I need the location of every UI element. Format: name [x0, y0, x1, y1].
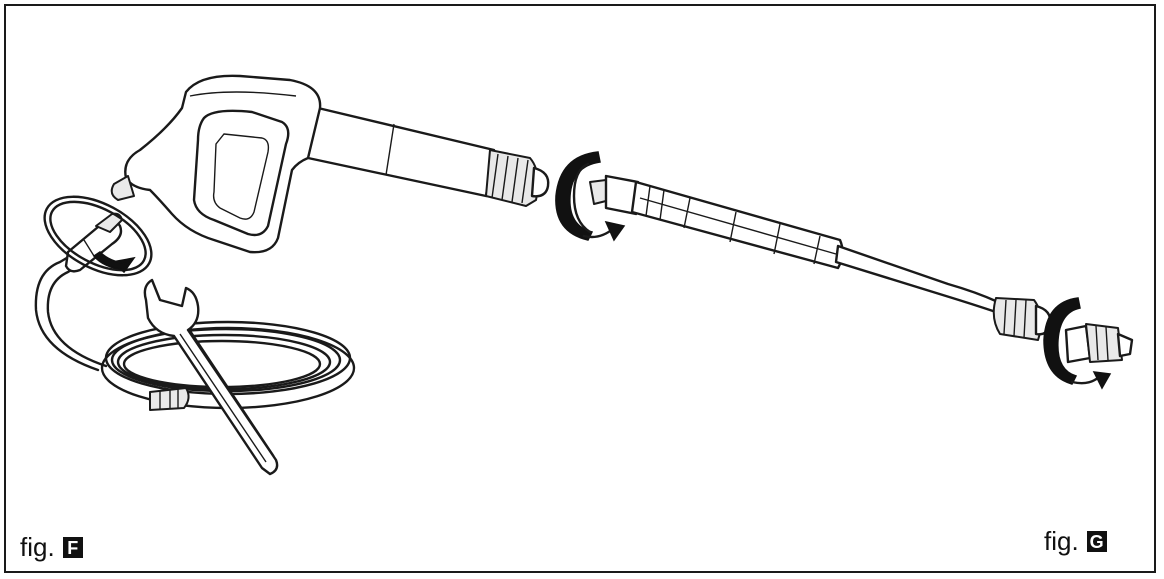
- figure-caption-g: fig. G: [1044, 526, 1107, 557]
- caption-letter-box: G: [1087, 531, 1107, 552]
- hose-coil-icon: [36, 256, 354, 410]
- nozzle-icon: [1066, 324, 1132, 362]
- caption-label: fig.: [20, 532, 55, 563]
- lance-icon: [590, 176, 1050, 340]
- caption-letter-box: F: [63, 537, 83, 558]
- figure-caption-f: fig. F: [20, 532, 83, 563]
- spray-gun-icon: [112, 76, 548, 252]
- wrench-icon: [145, 280, 277, 474]
- caption-label: fig.: [1044, 526, 1079, 557]
